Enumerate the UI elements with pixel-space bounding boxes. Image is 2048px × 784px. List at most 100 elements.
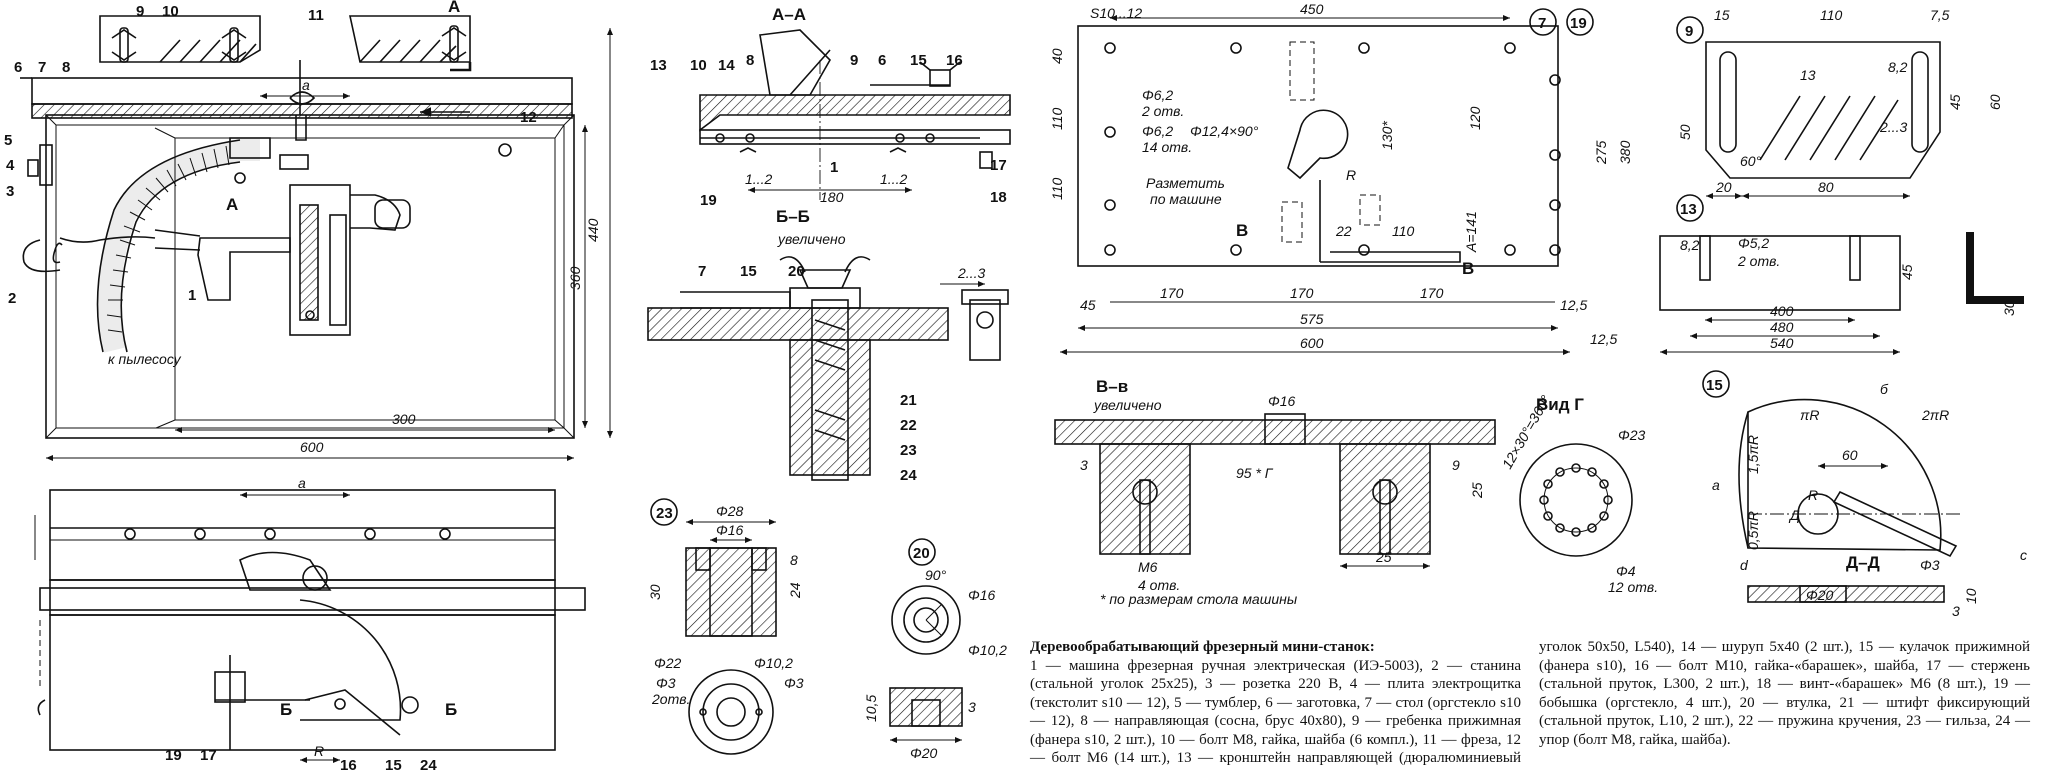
dim-7-a141: A=141 [1463, 211, 1479, 253]
dim-7-130: 130* [1379, 121, 1395, 150]
dim-9-60deg: 60° [1740, 153, 1762, 169]
circled-15: 15 [1706, 377, 1723, 394]
dim-7-125: 12,5 [1560, 297, 1587, 313]
dim-aa-180: 180 [820, 189, 844, 205]
label-aa-8: 8 [746, 52, 754, 69]
dim-9-15: 15 [1714, 7, 1730, 23]
dim-20-105: 10,5 [863, 695, 879, 722]
section-vv-title: В–в [1096, 377, 1128, 396]
dim-vv-25a: 25 [1469, 482, 1485, 499]
dim-20-16: Φ16 [968, 587, 996, 603]
dim-vg-4: Φ4 [1616, 563, 1636, 579]
label-15: 15 [385, 757, 402, 774]
note-mark-1: Разметить [1146, 175, 1225, 191]
dim-7-125b: 12,5 [1590, 331, 1617, 347]
dim-15-d-letter: Д [1788, 507, 1800, 523]
label-17: 17 [200, 747, 217, 764]
dim-20-102: Φ10,2 [968, 642, 1007, 658]
dim-vg-angle: 12×30°=360° [1499, 392, 1554, 471]
dim-23-3b: Φ3 [784, 675, 804, 691]
dim-13-540: 540 [1770, 335, 1794, 351]
note-23-holes: 2отв. [651, 691, 690, 707]
dim-23-22: Φ22 [654, 655, 682, 671]
dim-vv-3: 3 [1080, 457, 1088, 473]
dim-7-45: 45 [1080, 297, 1096, 313]
dim-23-28: Φ28 [716, 503, 744, 519]
circled-19: 19 [1570, 15, 1587, 32]
dim-vv-95: 95 * Г [1236, 465, 1274, 481]
label-bb-7: 7 [698, 263, 706, 280]
dim-9-60: 60 [1987, 94, 2003, 110]
dim-7-b2: В [1462, 259, 1474, 278]
label-bb-23: 23 [900, 442, 917, 459]
dim-7-170a: 170 [1160, 285, 1184, 301]
dim-9-13: 13 [1800, 67, 1816, 83]
dim-23-24: 24 [787, 582, 803, 599]
dim-aa-1-2b: 1...2 [880, 171, 907, 187]
dim-vv-25b: 25 [1375, 549, 1392, 565]
label-aa-1: 1 [830, 159, 838, 176]
detail-20-bushing: 20 90° Φ16 Φ10,2 10,5 3 Φ20 [863, 538, 1007, 761]
dim-13-82: 8,2 [1680, 237, 1700, 253]
label-aa-6: 6 [878, 52, 886, 69]
dim-7-575: 575 [1300, 311, 1324, 327]
label-aa-9: 9 [850, 52, 858, 69]
detail-15-cam: 15 б πR 2πR 60 a 1,5πR 0,5πR R Д c d Φ3 … [1702, 370, 2027, 619]
label-bb-22: 22 [900, 417, 917, 434]
dim-7-170b: 170 [1290, 285, 1314, 301]
label-24: 24 [420, 757, 437, 774]
label-3: 3 [6, 183, 14, 200]
section-vv-note: увеличено [1093, 397, 1162, 413]
dim-15-20: Φ20 [1806, 587, 1834, 603]
dim-9-75: 7,5 [1930, 7, 1950, 23]
note-7-holes14: 14 отв. [1142, 139, 1192, 155]
comb-plate-left [99, 15, 261, 63]
dim-a-bottom: a [298, 475, 306, 491]
dim-9-82: 8,2 [1888, 59, 1908, 75]
label-aa-13: 13 [650, 57, 667, 74]
dim-a-top: a [302, 77, 310, 93]
label-4: 4 [6, 157, 15, 174]
dim-7-40: 40 [1049, 48, 1065, 64]
dim-7-b1: В [1236, 221, 1248, 240]
dim-9-50: 50 [1677, 124, 1693, 140]
circled-23: 23 [656, 505, 673, 522]
dim-20-3: 3 [968, 699, 976, 715]
dim-7-s: S10...12 [1090, 5, 1142, 21]
dim-9-80: 80 [1818, 179, 1834, 195]
dim-r-bottom: R [314, 743, 324, 759]
dim-13-45: 45 [1899, 264, 1915, 280]
section-aa-title: А–А [772, 5, 806, 24]
dim-15-pir: πR [1800, 407, 1820, 423]
dim-7-62a: Φ6,2 [1142, 87, 1173, 103]
dim-7-110a: 110 [1049, 107, 1065, 130]
dim-360: 360 [567, 266, 583, 290]
dim-7-380: 380 [1617, 140, 1633, 164]
caption-title: Деревообрабатывающий фрезерный мини-стан… [1030, 639, 1375, 655]
dim-7-450: 450 [1300, 1, 1324, 17]
note-vv-holes4: 4 отв. [1138, 577, 1180, 593]
dim-20-90: 90° [925, 567, 947, 583]
dim-15-15r: 1,5πR [1745, 435, 1761, 474]
dim-7-170c: 170 [1420, 285, 1444, 301]
vacuum-hose [96, 139, 260, 353]
dim-15-d: d [1740, 557, 1749, 573]
dim-15-2pir: 2πR [1921, 407, 1949, 423]
caption-text: 1 — машина фрезерная ручная электрическа… [1030, 639, 2030, 766]
note-to-vacuum: к пылесосу [108, 351, 182, 367]
label-bb-21: 21 [900, 392, 917, 409]
dim-7-275: 275 [1593, 140, 1609, 165]
circled-7: 7 [1538, 15, 1546, 32]
top-view-assembly: 9 10 11 12 6 7 8 5 4 3 2 1 А А к пылесос… [4, 0, 613, 461]
section-bb-note: увеличено [777, 231, 846, 247]
dim-15-3: Φ3 [1920, 557, 1940, 573]
section-mark-b: Б [280, 700, 292, 719]
section-mark-a: А [448, 0, 460, 16]
label-7: 7 [38, 59, 46, 76]
dim-9-20: 20 [1715, 179, 1732, 195]
section-mark-a2: А [226, 195, 238, 214]
dim-15-60: 60 [1842, 447, 1858, 463]
note-vg-holes: 12 отв. [1608, 579, 1658, 595]
dim-23-8: 8 [790, 552, 798, 568]
dim-bb-2-3: 2...3 [957, 265, 985, 281]
